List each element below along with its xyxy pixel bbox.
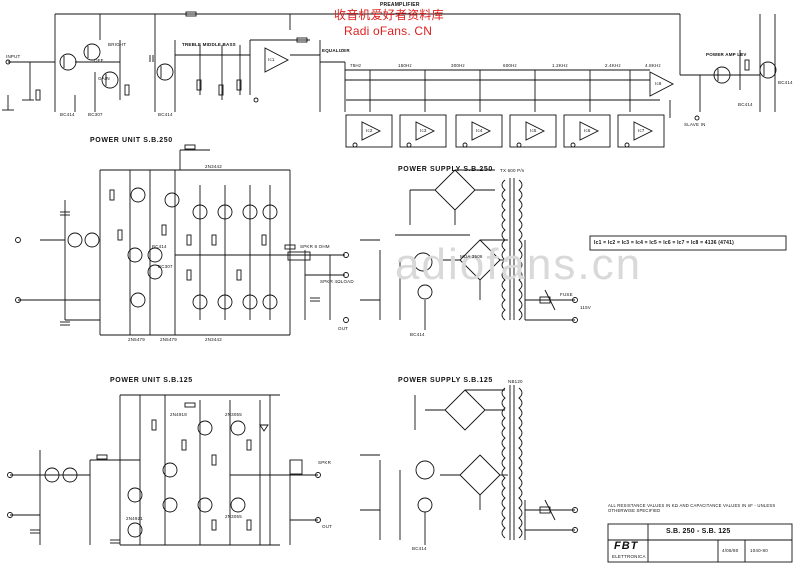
date-label: 4/05/80 bbox=[722, 548, 739, 553]
faint-watermark: adiofans.cn bbox=[395, 240, 643, 289]
band-label: 600Hz bbox=[503, 63, 518, 68]
ps125-title: POWER SUPPLY S.B.125 bbox=[398, 377, 493, 384]
pu125-q-b: 2N3055 bbox=[225, 514, 242, 519]
band-label: 75Hz bbox=[350, 63, 362, 68]
eq-ic-label: Ic5 bbox=[530, 128, 537, 133]
ps125-ctrl: BC414 bbox=[412, 546, 427, 551]
brand-sub: ELETTRONICA bbox=[612, 554, 646, 559]
eq-ic-label: Ic6 bbox=[584, 128, 591, 133]
pu250-q-d: 2N5479 bbox=[160, 337, 177, 342]
q-bc414-1: BC414 bbox=[60, 112, 75, 117]
pu125-q-d: 2N4921 bbox=[126, 516, 143, 521]
eq-ic-label: Ic3 bbox=[420, 128, 427, 133]
pu250-wiring bbox=[18, 149, 345, 336]
preamp-wiring bbox=[7, 13, 776, 118]
ps250-wiring bbox=[360, 169, 578, 330]
band-label: 2.4KHz bbox=[605, 63, 621, 68]
brand-logo: FBT bbox=[614, 540, 639, 552]
eq-ic-label: Ic2 bbox=[366, 128, 373, 133]
band-label: 1.2KHz bbox=[552, 63, 568, 68]
ps250-title: POWER SUPPLY S.B.250 bbox=[398, 166, 493, 173]
q-bc414-2: BC414 bbox=[158, 112, 173, 117]
pu250-spk-out: SPKR 8 OHM bbox=[300, 244, 330, 249]
ps250-transformer bbox=[501, 179, 523, 321]
ic-note: Ic1 = Ic2 = Ic3 = Ic4 = Ic5 = Ic6 = Ic7 … bbox=[594, 240, 734, 246]
preamp-opamps bbox=[264, 47, 674, 97]
ps125-transformer bbox=[501, 387, 523, 539]
gain-label: GAIN bbox=[98, 76, 110, 81]
ps250-diode: MDA 3506 bbox=[460, 254, 483, 259]
ps125-wiring bbox=[360, 385, 578, 545]
pu125-wiring bbox=[10, 394, 318, 546]
eq-ic-label: Ic4 bbox=[476, 128, 483, 133]
pu250-title: POWER UNIT S.B.250 bbox=[90, 137, 173, 144]
ic1-label: Ic1 bbox=[268, 57, 275, 62]
eq-ic-label: Ic7 bbox=[638, 128, 645, 133]
dwg-number: 1040-80 bbox=[750, 548, 768, 553]
ps250-tx: TX 600 P/n bbox=[500, 168, 525, 173]
preamp-components bbox=[2, 11, 750, 121]
power-amp-lev-label: POWER AMP LEV bbox=[706, 52, 747, 57]
q-bc414-3: BC414 bbox=[738, 102, 753, 107]
watermark-chinese: 收音机爱好者资料库 bbox=[334, 8, 444, 22]
slave-in-label: SLAVE IN bbox=[684, 122, 706, 127]
bright-label: BRIGHT bbox=[108, 42, 127, 47]
model-label: S.B. 250 - S.B. 125 bbox=[666, 528, 731, 535]
pu125-q-c: 2N4918 bbox=[170, 412, 187, 417]
band-label: 150Hz bbox=[398, 63, 413, 68]
pu250-transistors bbox=[15, 187, 349, 323]
pu125-spkr: SPKR bbox=[318, 460, 332, 465]
pu250-q-b: 2N3442 bbox=[205, 337, 222, 342]
footer-note: ALL RESISTANCE VALUES IN KΩ AND CAPACITA… bbox=[608, 503, 776, 513]
ps125-tx: NB120 bbox=[508, 379, 523, 384]
ps250-volt: 115V bbox=[580, 305, 591, 310]
treble-middle-bass-label: TREBLE MIDDLE BASS bbox=[182, 42, 236, 47]
ps250-ctrl: BC414 bbox=[410, 332, 425, 337]
equalizer-bands bbox=[345, 70, 665, 148]
off-label: OFF bbox=[94, 58, 104, 63]
pu250-out: OUT bbox=[338, 326, 349, 331]
input-label: INPUT bbox=[6, 54, 21, 59]
pu250-components bbox=[60, 144, 320, 326]
ps250-fuse: FUSE bbox=[560, 292, 573, 297]
band-label: 4.8KHz bbox=[645, 63, 661, 68]
pu250-q-c: 2N5479 bbox=[128, 337, 145, 342]
preamp-transistors bbox=[59, 43, 777, 89]
pu125-transistors bbox=[7, 420, 321, 538]
pu250-q-a: 2N3442 bbox=[205, 164, 222, 169]
pu125-q-a: 2N3055 bbox=[225, 412, 242, 417]
pu250-slave-out: SPKR 4ΩLOAD bbox=[320, 279, 354, 284]
pu125-components bbox=[30, 402, 303, 544]
band-label: 300Hz bbox=[451, 63, 466, 68]
pu250-q-f: BC307 bbox=[158, 264, 173, 269]
watermark-site: Radi oFans. CN bbox=[344, 24, 433, 38]
q-bc307: BC307 bbox=[88, 112, 103, 117]
preamp-title: PREAMPLIFIER bbox=[380, 2, 420, 8]
title-block bbox=[607, 523, 793, 563]
ic8-label: Ic8 bbox=[655, 81, 662, 86]
equalizer-label: EQUALIZER bbox=[322, 48, 350, 53]
pu125-out: OUT bbox=[322, 524, 333, 529]
ic-note-box bbox=[589, 235, 787, 251]
pu125-title: POWER UNIT S.B.125 bbox=[110, 377, 193, 384]
pu250-q-e: BC414 bbox=[152, 244, 167, 249]
q-bc414-4: BC414 bbox=[778, 80, 793, 85]
